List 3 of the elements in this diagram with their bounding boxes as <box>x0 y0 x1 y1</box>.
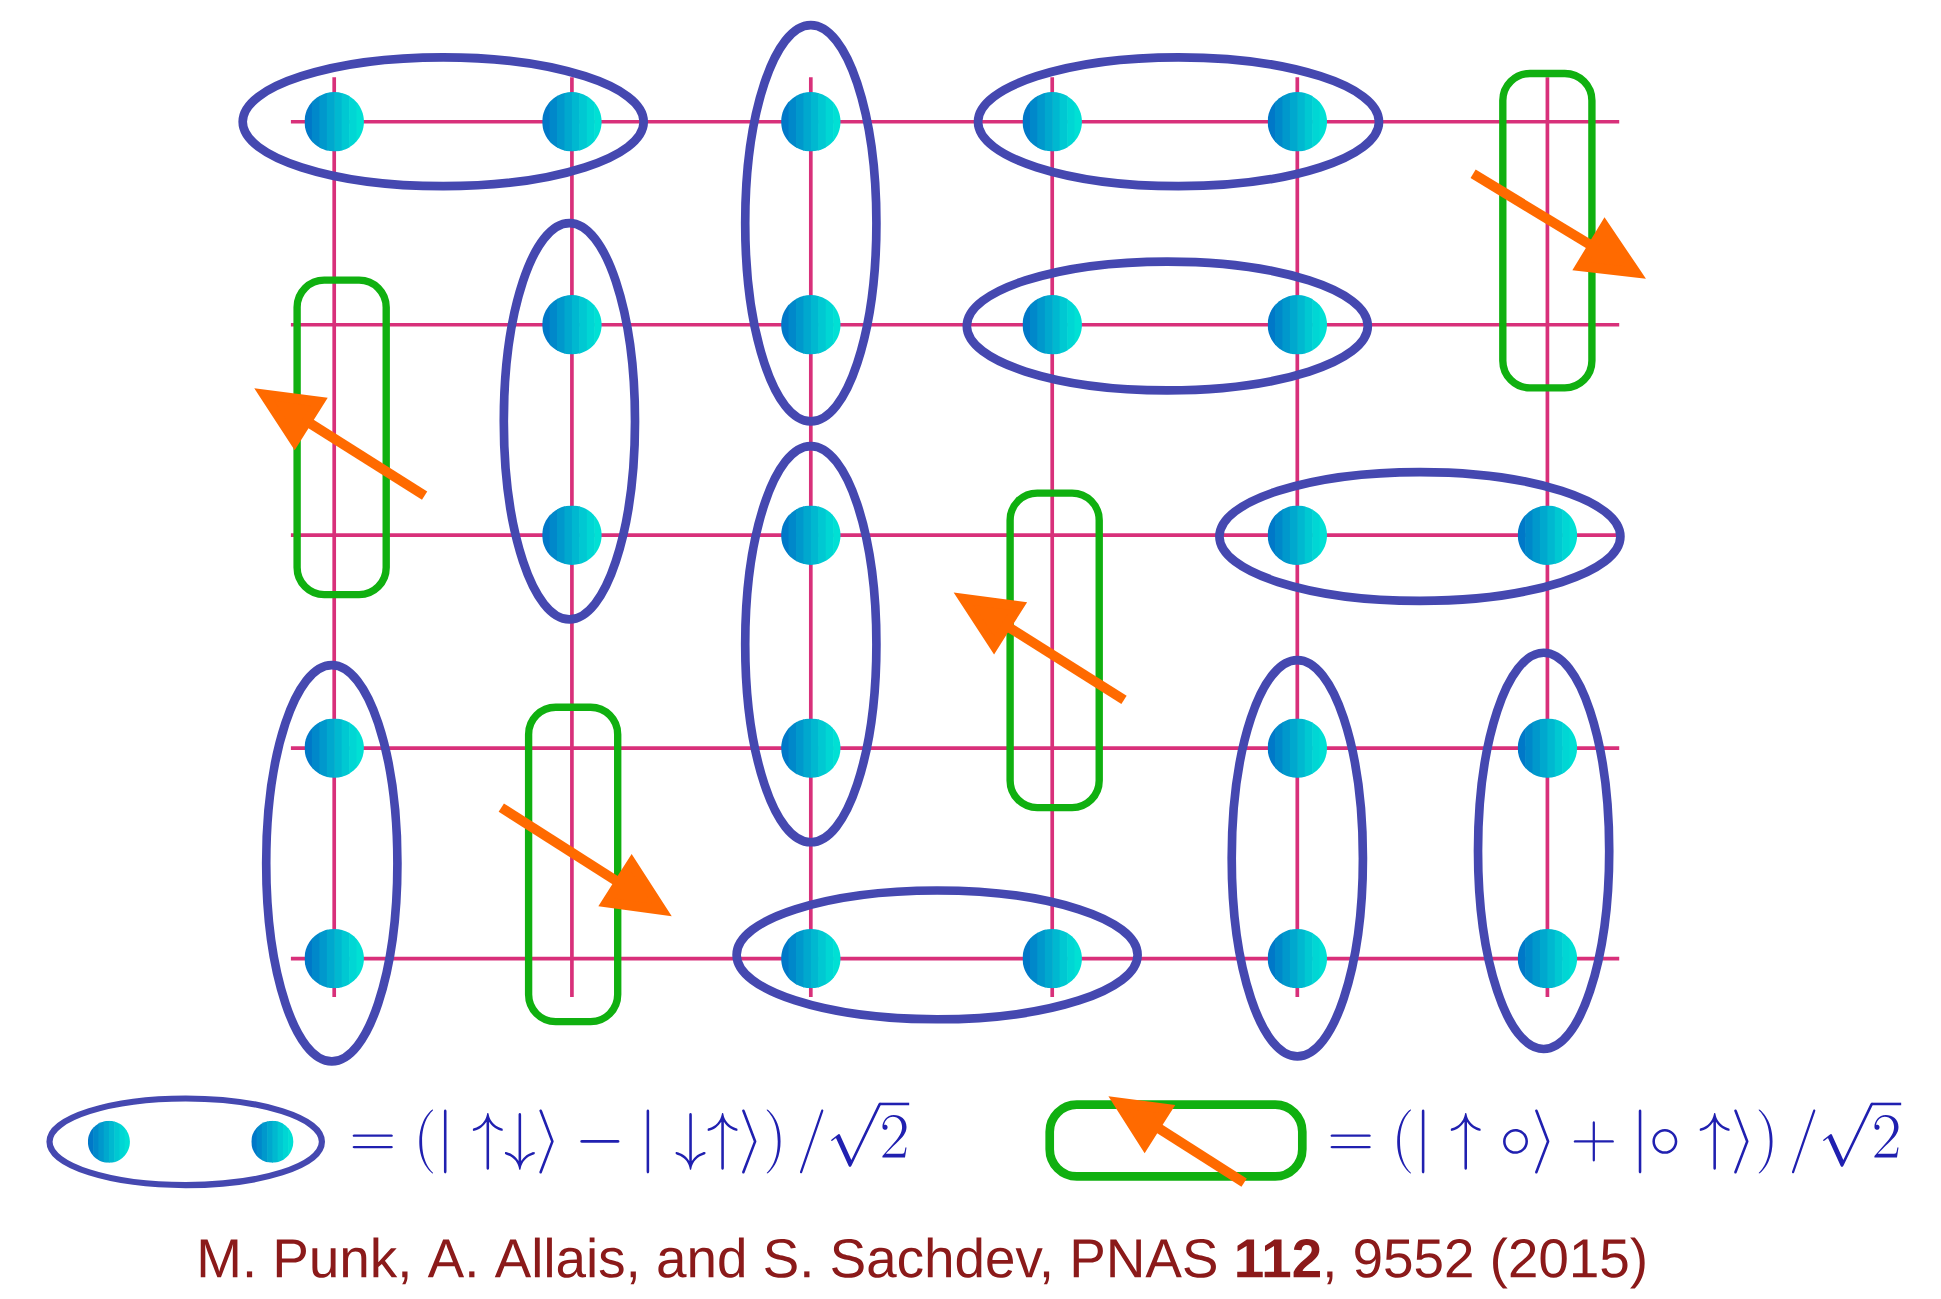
equation: $= \left( |\uparrow \circ\rangle + |\circ \uparrow\rangle \right) / \sqrt{2}$ <box>1330 1102 1902 1174</box>
equation: $= \left( |\uparrow\downarrow\rangle - |\downarrow\uparrow\rangle \right) / \sqrt{2}$ <box>352 1102 910 1174</box>
citation: M. Punk, A. Allais, and S. Sachdev, PNAS 112, 9552 (2015) <box>200 1237 1645 1289</box>
